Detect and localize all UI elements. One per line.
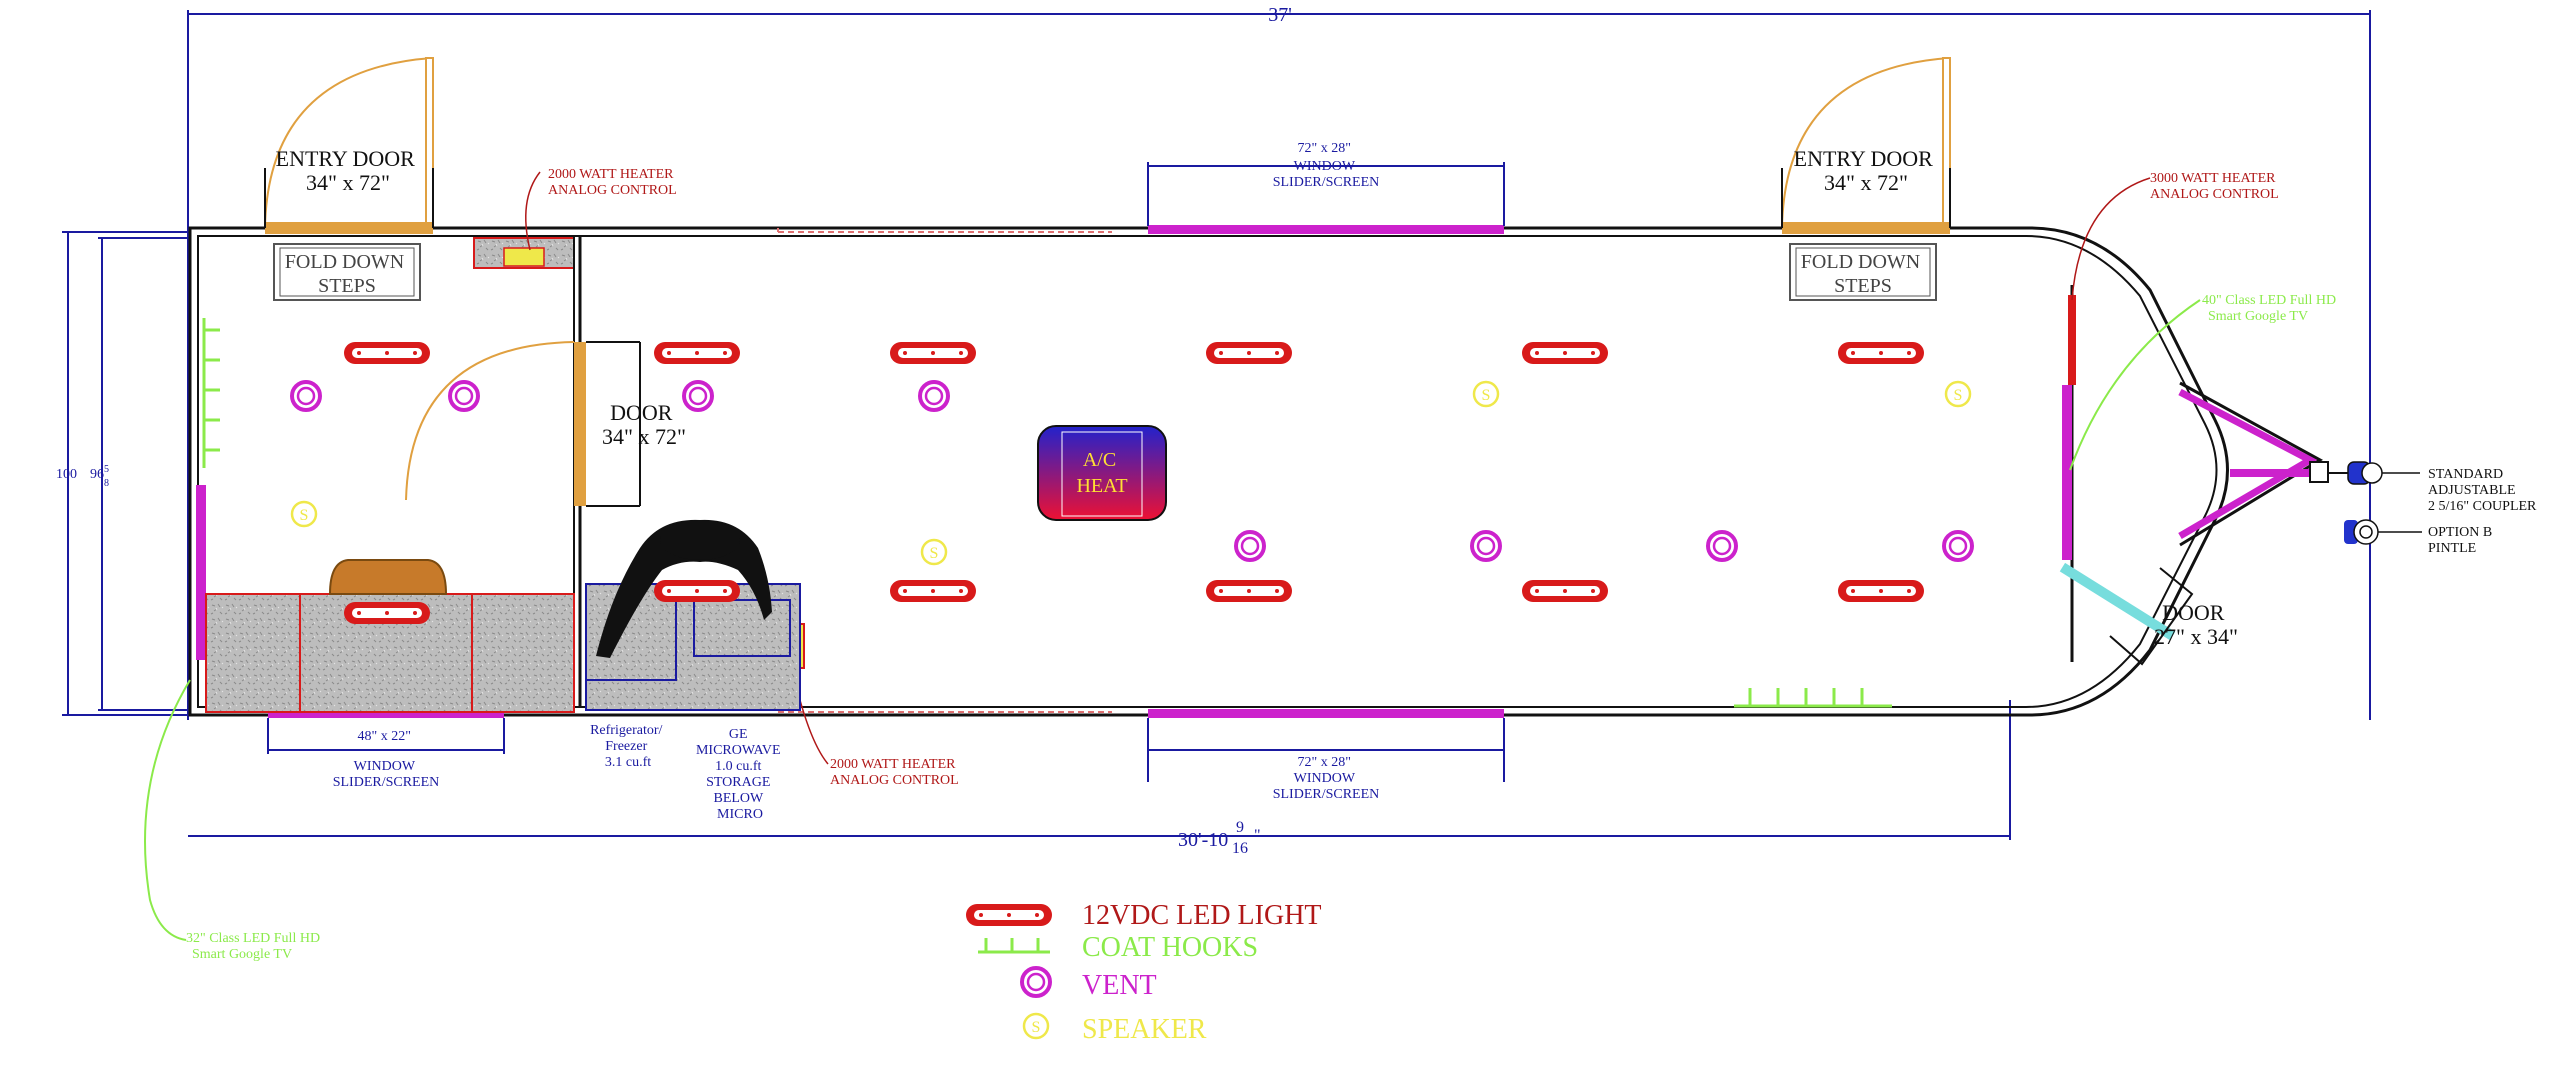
heat-strips bbox=[777, 228, 1112, 713]
vent bbox=[290, 380, 322, 412]
fold-down-steps-left-label: FOLD DOWN STEPS bbox=[285, 251, 409, 297]
fold-down-steps-right bbox=[1789, 243, 1937, 301]
heater-top-left-label: 2000 WATT HEATER ANALOG CONTROL bbox=[548, 167, 677, 198]
ac-unit-label: A/C HEAT bbox=[1076, 449, 1127, 497]
width-inner-frac-num: 5 bbox=[104, 464, 109, 475]
vent bbox=[1470, 530, 1502, 562]
svg-text:S: S bbox=[1954, 387, 1963, 404]
legend-speaker-glyph: S bbox=[1032, 1019, 1041, 1036]
tv-rear-label: 32" Class LED Full HD Smart Google TV bbox=[186, 931, 324, 962]
entry-door-right-label: ENTRY DOOR 34" x 72" bbox=[1794, 146, 1939, 195]
legend-speaker-label: SPEAKER bbox=[1082, 1014, 1207, 1045]
vent bbox=[1234, 530, 1266, 562]
fridge-label: Refrigerator/ Freezer 3.1 cu.ft bbox=[590, 723, 666, 770]
entry-door-left bbox=[264, 57, 434, 234]
microwave-label: GE MICROWAVE 1.0 cu.ft STORAGE BELOW MIC… bbox=[696, 727, 784, 822]
pintle bbox=[2344, 519, 2422, 545]
led-light bbox=[1522, 342, 1608, 364]
width-inner-label: 96 bbox=[90, 467, 104, 482]
legend-vent-icon bbox=[1020, 966, 1052, 998]
coat-hooks-rear bbox=[202, 318, 220, 468]
led-light bbox=[1838, 342, 1924, 364]
heater-top-left bbox=[473, 171, 575, 269]
svg-text:S: S bbox=[300, 507, 309, 524]
led-light bbox=[890, 342, 976, 364]
window-dimension-lines bbox=[267, 162, 1505, 782]
trailer-tongue bbox=[2178, 381, 2350, 547]
box-length-dimension bbox=[188, 700, 2011, 840]
led-light bbox=[1522, 580, 1608, 602]
speaker-glyphs: S S S S bbox=[300, 387, 1963, 562]
legend-vent-label: VENT bbox=[1082, 970, 1157, 1001]
box-length-frac-num: 9 bbox=[1236, 819, 1244, 836]
led-light bbox=[344, 602, 430, 624]
width-dimension bbox=[62, 231, 190, 716]
heater-bottom-label: 2000 WATT HEATER ANALOG CONTROL bbox=[830, 757, 959, 788]
led-light bbox=[654, 580, 740, 602]
led-light bbox=[1838, 580, 1924, 602]
window-bottom-center-label: 72" x 28" WINDOW SLIDER/SCREEN bbox=[1273, 755, 1380, 802]
svg-text:S: S bbox=[930, 545, 939, 562]
width-inner-frac-den: 8 bbox=[104, 478, 109, 489]
coat-hooks-side bbox=[1734, 688, 1892, 708]
window-top-label: 72" x 28" WINDOW SLIDER/SCREEN bbox=[1273, 141, 1380, 190]
nose-door-label: DOOR 27" x 34" bbox=[2154, 600, 2238, 649]
vent bbox=[918, 380, 950, 412]
tv-front-label: 40" Class LED Full HD Smart Google TV bbox=[2202, 293, 2340, 324]
coupler bbox=[2347, 461, 2420, 485]
entry-door-left-label: ENTRY DOOR 34" x 72" bbox=[276, 146, 421, 195]
vent bbox=[1942, 530, 1974, 562]
rear-counter bbox=[205, 559, 575, 713]
led-light bbox=[654, 342, 740, 364]
tv-rear-leader bbox=[144, 679, 191, 941]
vent bbox=[1706, 530, 1738, 562]
interior-door bbox=[405, 341, 641, 507]
led-light bbox=[890, 580, 976, 602]
fold-down-steps-right-label: FOLD DOWN STEPS bbox=[1801, 251, 1925, 297]
tv-front-leader bbox=[2069, 299, 2201, 471]
pintle-label: OPTION B PINTLE bbox=[2428, 525, 2496, 556]
heater-top-right-label: 3000 WATT HEATER ANALOG CONTROL bbox=[2150, 171, 2279, 202]
heater-top-right bbox=[2068, 177, 2151, 385]
legend bbox=[966, 904, 1052, 1040]
window-bottom-left-label: 48" x 22" WINDOW SLIDER/SCREEN bbox=[333, 729, 440, 790]
box-length-frac-den: 16 bbox=[1232, 840, 1248, 857]
entry-door-right bbox=[1781, 57, 1951, 234]
fold-down-steps-left bbox=[273, 243, 421, 301]
interior-door-label: DOOR 34" x 72" bbox=[602, 400, 686, 449]
ac-unit bbox=[1037, 425, 1167, 521]
svg-text:S: S bbox=[1482, 387, 1491, 404]
width-outer-label: 100 bbox=[56, 467, 77, 482]
nose-door bbox=[2109, 567, 2194, 666]
overall-length-label: 37' bbox=[1268, 4, 1292, 26]
led-light bbox=[344, 342, 430, 364]
coupler-label: STANDARD ADJUSTABLE 2 5/16" COUPLER bbox=[2428, 467, 2537, 514]
led-light bbox=[1206, 580, 1292, 602]
legend-hooks-label: COAT HOOKS bbox=[1082, 932, 1258, 963]
vent bbox=[682, 380, 714, 412]
legend-led-icon bbox=[966, 904, 1052, 926]
vent bbox=[448, 380, 480, 412]
person-silhouette bbox=[596, 519, 772, 658]
legend-hooks-icon bbox=[978, 938, 1050, 954]
legend-light-label: 12VDC LED LIGHT bbox=[1082, 900, 1322, 931]
box-length-label: 30'-10 bbox=[1178, 829, 1228, 851]
overall-dimension bbox=[187, 10, 2371, 720]
windows bbox=[196, 225, 2176, 718]
led-light bbox=[1206, 342, 1292, 364]
box-length-suffix: " bbox=[1254, 827, 1261, 844]
